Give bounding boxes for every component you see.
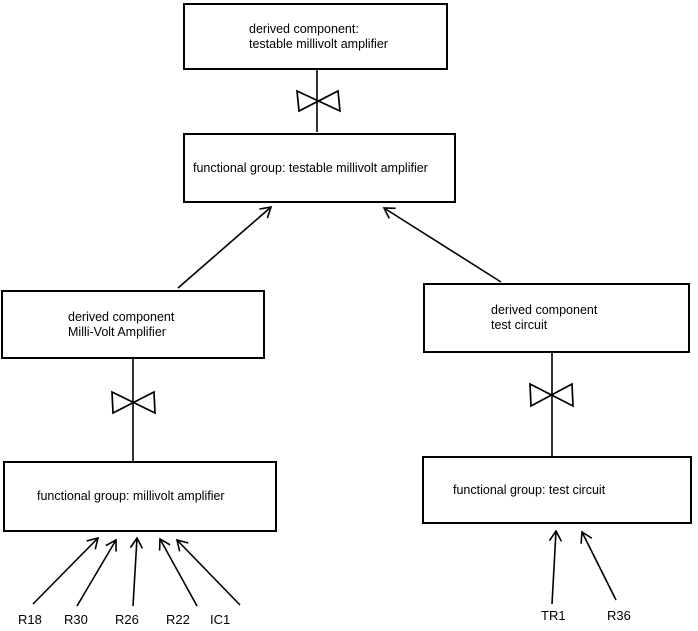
node-functional-group-test-circuit: functional group: test circuit [422, 456, 692, 524]
node-text-line: functional group: millivolt amplifier [37, 489, 225, 503]
arrow-dc-test-to-fg-testable [382, 207, 502, 283]
node-text-line: testable millivolt amplifier [249, 36, 388, 51]
arrow-r36-to-fg-test [580, 530, 617, 601]
bowtie-icon-top [296, 89, 341, 113]
arrow-r18-to-fg-mva [32, 536, 100, 605]
leaf-label-r22: R22 [166, 612, 190, 627]
node-text-line: derived component [491, 303, 598, 317]
node-derived-component-test-circuit: derived component test circuit [423, 283, 690, 353]
bowtie-icon-left [111, 390, 156, 415]
leaf-label-ic1: IC1 [210, 612, 231, 627]
node-text-line: test circuit [491, 318, 548, 332]
leaf-label-r18: R18 [18, 612, 42, 627]
node-functional-group-millivolt-amplifier: functional group: millivolt amplifier [3, 461, 277, 532]
arrow-tr1-to-fg-test [548, 529, 563, 605]
node-functional-group-testable-millivolt-amplifier: functional group: testable millivolt amp… [183, 133, 456, 203]
node-derived-component-testable-millivolt-amplifier: derived component: testable millivolt am… [183, 3, 448, 70]
leaf-label-r30: R30 [64, 612, 88, 627]
arrow-r22-to-fg-mva [158, 537, 198, 607]
arrow-ic1-to-fg-mva [175, 538, 241, 606]
node-text-line: functional group: test circuit [453, 482, 606, 497]
leaf-label-tr1: TR1 [541, 608, 566, 623]
arrow-dc-mva-to-fg-testable [177, 205, 273, 289]
node-text-line: Milli-Volt Amplifier [68, 324, 166, 339]
leaf-label-r36: R36 [607, 608, 631, 623]
arrow-r26-to-fg-mva [129, 536, 144, 607]
bowtie-icon-right [529, 382, 574, 408]
node-text-line: derived component [68, 309, 175, 324]
node-derived-component-milli-volt-amplifier: derived component Milli-Volt Amplifier [1, 290, 265, 359]
leaf-label-r26: R26 [115, 612, 139, 627]
node-text-line: derived component: [249, 21, 359, 36]
arrow-r30-to-fg-mva [76, 538, 117, 607]
node-text-line: functional group: testable millivolt amp… [193, 160, 428, 175]
